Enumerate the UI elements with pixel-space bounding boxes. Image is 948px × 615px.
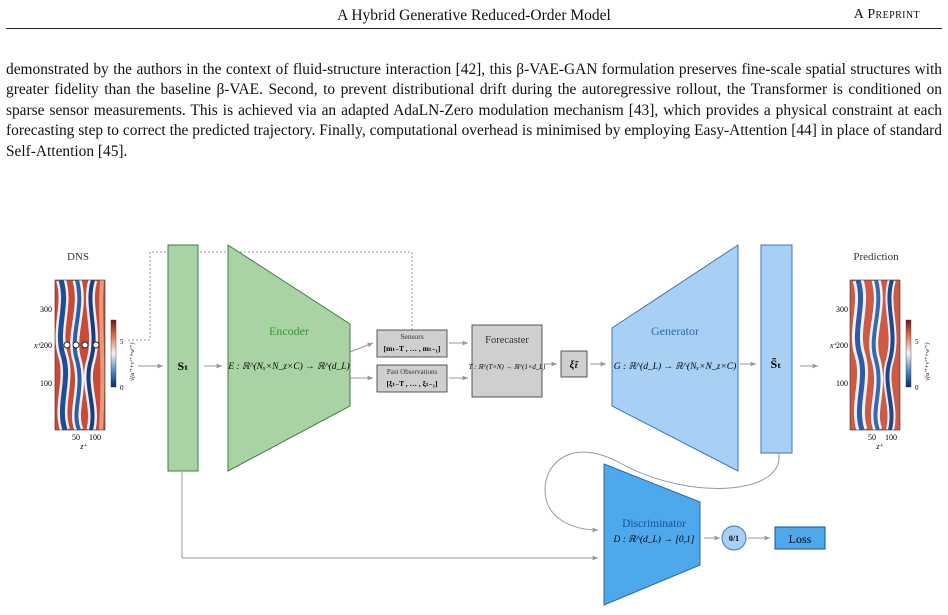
prediction-ytick-200: 200 [836,341,848,350]
forecaster-formula: T : ℝ^(T×N) → ℝ^(1×d_L) [469,364,546,371]
binary-output: 0/1 [721,525,747,551]
past-observations-formula: [ξₜ₋T , … , ξₜ₋₁] [386,379,437,388]
arrow-state-to-discriminator [181,472,598,561]
dns-ylabel: x⁺ [33,341,42,350]
past-observations-title: Past Observations [387,368,438,376]
dns-xtick-50: 50 [72,433,80,442]
prediction-ylabel: x⁺ [829,341,838,350]
binary-output-label: 0/1 [729,534,739,543]
body-text: demonstrated by the authors in the conte… [6,61,942,160]
discriminator-block: Discriminator D : ℝ^(d_L) → [0,1] [603,463,701,606]
latent-block: ξ̃ₜ [560,350,588,378]
encoder-block: Encoder E : ℝ^(Nₓ×N_z×C) → ℝ^(d_L) [227,244,351,472]
prediction-cbar-tick-0: 0 [915,384,919,392]
dns-cbar-tick-5: 5 [120,338,124,346]
loss-block: Loss [774,526,826,550]
prediction-field-image [849,279,901,431]
loss-label: Loss [789,532,812,546]
dns-ytick-200: 200 [40,341,52,350]
generator-formula: G : ℝ^(d_L) → ℝ^(Nₓ×N_z×C) [614,361,737,372]
discriminator-formula: D : ℝ^(d_L) → [0,1] [613,534,695,545]
prediction-ytick-300: 300 [836,305,848,314]
dns-cbar-label: √(u′⁺+v′⁺+w′⁺) [129,343,136,382]
dotted-sensor-line [128,251,413,341]
prediction-cbar-label: √(u′⁺+v′⁺+w′⁺) [924,343,931,382]
encoder-title: Encoder [269,324,309,338]
input-state-label: Sₜ [177,359,188,373]
curve-generated-to-discriminator [544,449,780,533]
prediction-title: Prediction [853,251,899,263]
dns-panel: DNS 300 200 100 x⁺ 50 100 z⁺ 5 [33,251,136,451]
prediction-xlabel: z⁺ [875,442,883,451]
dns-ytick-100: 100 [40,379,52,388]
running-title: A Hybrid Generative Reduced-Order Model [337,7,611,24]
preprint-tag: A Preprint [853,7,920,22]
past-observations-block: Past Observations [ξₜ₋T , … , ξₜ₋₁] [376,364,448,393]
dns-xlabel: z⁺ [79,442,87,451]
prediction-panel: Prediction 300 200 100 x⁺ 50 100 z⁺ 5 0 … [829,251,931,451]
prediction-cbar-tick-5: 5 [915,338,919,346]
prediction-xtick-100: 100 [885,433,897,442]
generator-block: Generator G : ℝ^(d_L) → ℝ^(Nₓ×N_z×C) [611,244,739,472]
dns-cbar-tick-0: 0 [120,384,124,392]
arrow-encoder-to-sensors [349,342,374,353]
dns-ytick-300: 300 [40,305,52,314]
output-state-block: S̃ₜ [760,244,793,454]
sensors-title: Sensors [400,332,423,341]
prediction-ytick-100: 100 [836,379,848,388]
latent-label: ξ̃ₜ [569,359,579,371]
dns-xtick-100: 100 [89,433,101,442]
output-state-label: S̃ₜ [770,357,781,371]
dns-title: DNS [67,251,89,263]
generator-title: Generator [651,324,699,338]
dns-colorbar [110,319,117,388]
prediction-xtick-50: 50 [868,433,876,442]
dns-field-image [54,279,106,431]
input-state-block: Sₜ [167,244,199,472]
header-rule [6,28,942,29]
architecture-figure: DNS 300 200 100 x⁺ 50 100 z⁺ 5 [0,240,948,615]
sensors-block: Sensors [mₜ₋T , … , mₜ₋₁] [376,329,448,358]
architecture-diagram: DNS 300 200 100 x⁺ 50 100 z⁺ 5 [33,244,931,606]
running-header: A Hybrid Generative Reduced-Order Model … [0,0,948,29]
sensors-formula: [mₜ₋T , … , mₜ₋₁] [384,344,441,353]
prediction-colorbar [905,319,912,388]
discriminator-title: Discriminator [622,518,686,530]
forecaster-block: Forecaster T : ℝ^(T×N) → ℝ^(1×d_L) [469,324,546,398]
body-paragraph: demonstrated by the authors in the conte… [6,60,942,162]
forecaster-title: Forecaster [485,335,529,346]
connectors [128,251,818,561]
encoder-formula: E : ℝ^(Nₓ×N_z×C) → ℝ^(d_L) [227,361,349,372]
